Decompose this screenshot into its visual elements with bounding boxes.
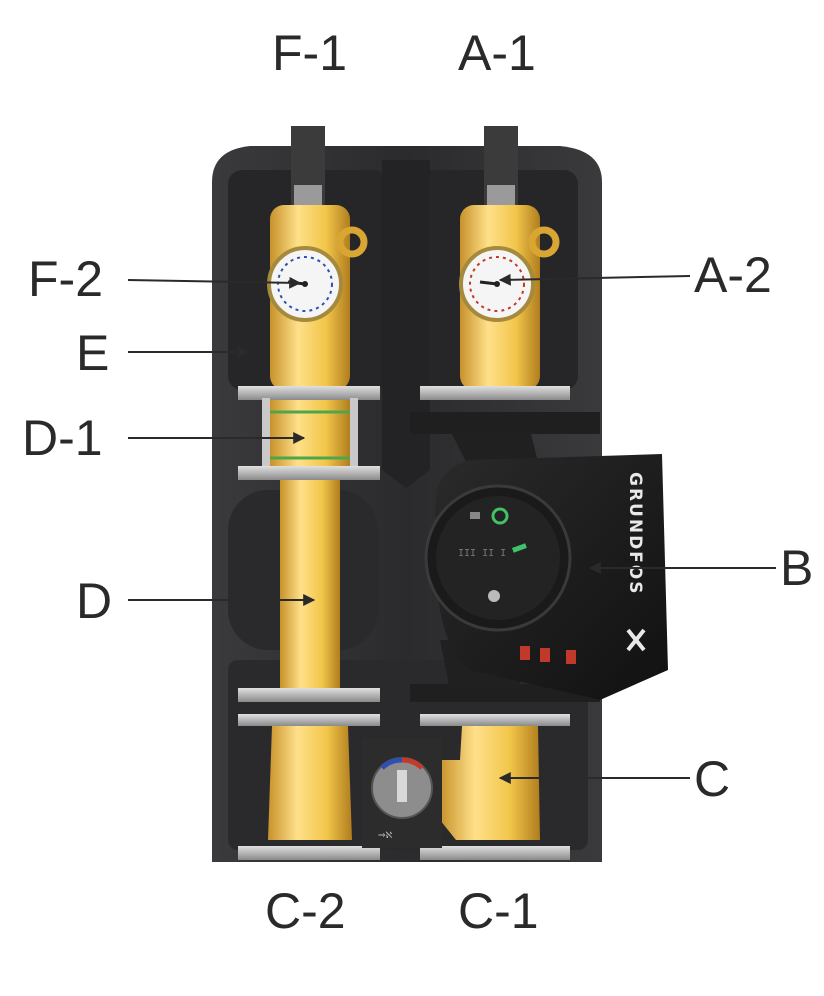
label-f2: F-2 xyxy=(28,251,103,307)
label-c1: C-1 xyxy=(458,883,539,939)
leader-arrows xyxy=(127,273,776,784)
label-d1: D-1 xyxy=(22,410,103,466)
label-c: C xyxy=(694,751,731,807)
pump-brand-text: GRUNDFOS xyxy=(625,472,645,596)
arrow-a2 xyxy=(498,273,691,286)
label-b: B xyxy=(780,540,814,596)
label-c2: C-2 xyxy=(265,883,346,939)
label-e: E xyxy=(76,325,110,381)
svg-text:⇒ℵ: ⇒ℵ xyxy=(378,831,393,841)
mixing-valve: ⇒ℵ xyxy=(362,738,442,848)
label-f1: F-1 xyxy=(272,25,347,81)
arrow-f2 xyxy=(127,276,302,289)
label-d: D xyxy=(76,573,113,629)
pump-brand-logo xyxy=(626,628,646,652)
return-thermometer xyxy=(459,246,535,322)
circulation-pump: III II I xyxy=(424,430,668,700)
svg-text:III II I: III II I xyxy=(458,548,506,559)
flow-thermometer xyxy=(267,246,343,322)
label-a2: A-2 xyxy=(694,247,772,303)
label-a1: A-1 xyxy=(458,25,536,81)
